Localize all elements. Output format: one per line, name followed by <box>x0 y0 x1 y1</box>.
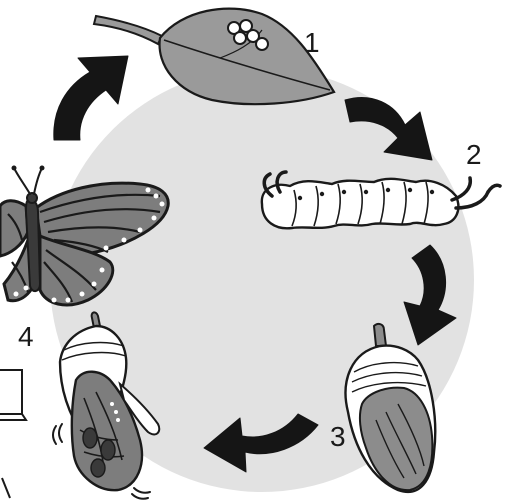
partial-mark-bottom-left <box>2 478 10 498</box>
leaf-with-eggs-illustration <box>94 9 334 105</box>
stage-label-4: 4 <box>18 321 34 352</box>
leaf-stem-icon <box>94 16 162 44</box>
chrysalis-wing-case-icon <box>360 388 432 491</box>
stage-label-2: 2 <box>466 139 482 170</box>
stage-label-1: 1 <box>304 27 320 58</box>
partial-frame-left <box>0 370 26 420</box>
stage-label-3: 3 <box>330 421 346 452</box>
butterfly-antennae-icon <box>14 168 42 194</box>
chrysalis-stem-icon <box>374 324 386 346</box>
